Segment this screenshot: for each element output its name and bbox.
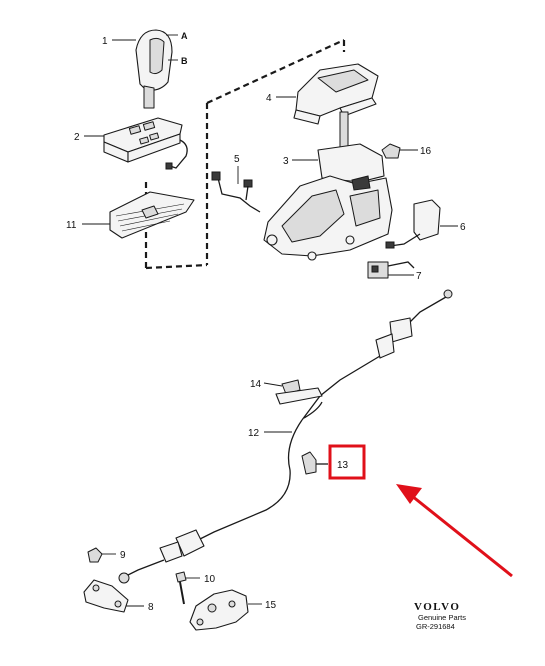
- cable-clip-part-14: [263, 379, 323, 405]
- callout-B: B: [181, 56, 188, 66]
- clip-part-16: [381, 143, 418, 159]
- bracket-part-13: [301, 451, 328, 475]
- connector-part-7: [367, 261, 415, 279]
- callout-10: 10: [204, 574, 216, 585]
- shift-cable-upper-end: [301, 289, 453, 421]
- shifter-bezel-part-2: [84, 117, 188, 170]
- callout-9: 9: [120, 550, 126, 561]
- callout-15: 15: [265, 600, 277, 611]
- callout-12: 12: [248, 428, 260, 439]
- bracket-plate-part-8: [83, 579, 144, 613]
- lever-part-15: [189, 589, 262, 631]
- bolt-part-10: [175, 571, 200, 605]
- callout-7: 7: [416, 271, 422, 282]
- wire-harness-part-5: [211, 166, 261, 213]
- callout-1: 1: [102, 36, 108, 47]
- callout-16: 16: [420, 146, 432, 157]
- callout-13: 13: [337, 460, 349, 471]
- volvo-brand-logo: VOLVO: [414, 601, 460, 613]
- callout-3: 3: [283, 156, 289, 167]
- callout-2: 2: [74, 132, 80, 143]
- nut-part-9: [87, 547, 116, 563]
- mat-part-11: [82, 191, 195, 239]
- shift-cable-lower-end: [118, 529, 205, 584]
- callout-5: 5: [234, 154, 240, 165]
- callout-A: A: [181, 31, 188, 41]
- cover-part-4: [276, 63, 379, 125]
- callout-8: 8: [148, 602, 154, 613]
- callout-14: 14: [250, 379, 262, 390]
- callout-11: 11: [66, 220, 77, 231]
- red-pointer-arrow: [396, 484, 513, 578]
- bracket-part-6: [385, 199, 458, 249]
- gear-knob-part-1: [112, 29, 178, 109]
- highlight-box-part-13: [328, 444, 366, 480]
- callout-6: 6: [460, 222, 466, 233]
- callout-4: 4: [266, 93, 272, 104]
- genuine-parts-label: Genuine Parts: [418, 613, 466, 622]
- shift-cable-part-12: [193, 401, 323, 543]
- shifter-housing-part-3: [263, 111, 393, 261]
- diagram-code: GR-291684: [416, 622, 455, 631]
